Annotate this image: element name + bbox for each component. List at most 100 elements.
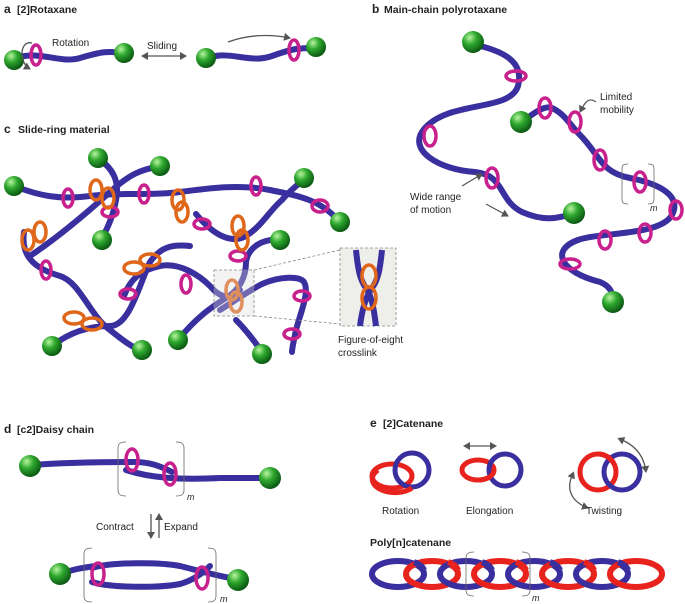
catenane-ring-blue [392, 450, 432, 490]
crosslink-ring [88, 178, 104, 202]
daisy-axle [29, 458, 175, 475]
macrocycle-ring [592, 148, 608, 172]
stopper-ball [563, 202, 585, 224]
catenane-ring-blue [601, 451, 643, 493]
macrocycle-ring [668, 199, 684, 221]
crosslink-rings [20, 178, 250, 332]
stopper-ball [259, 467, 281, 489]
panel-e-title: [2]Catenane [383, 418, 443, 430]
wide-range-arrow [461, 173, 483, 187]
limited-arrow [579, 99, 597, 113]
macrocycle-ring [39, 259, 53, 281]
wide-range-arrow [485, 203, 509, 217]
macrocycle-ring [194, 565, 210, 591]
macrocycle-ring [137, 183, 151, 205]
stopper-ball [114, 43, 134, 63]
chain-link [505, 558, 563, 590]
repeat-unit-m: m [187, 492, 195, 502]
crosslink-label-line2: crosslink [338, 348, 378, 359]
network-chain [49, 242, 193, 349]
panel-c-title: Slide-ring material [18, 124, 110, 136]
macrocycle-ring [287, 38, 301, 62]
panel-b-letter: b [372, 2, 379, 16]
panel-a: a [2]Rotaxane Rotation Sliding [4, 2, 326, 70]
macrocycle-ring [90, 561, 106, 587]
sliding-label: Sliding [147, 41, 177, 52]
chain-link [471, 558, 529, 590]
crosslink-ring [62, 310, 86, 326]
macrocycle-ring [29, 43, 43, 67]
panel-b: b Main-chain polyrotaxane m Limited mobi… [372, 2, 684, 313]
macrocycle-ring [179, 273, 193, 295]
stopper-ball [196, 48, 216, 68]
macrocycle-ring [567, 110, 583, 134]
repeat-bracket [175, 441, 185, 497]
crosslink-ring [100, 186, 116, 210]
crosslink-ring [224, 278, 240, 302]
crosslink-ring [360, 285, 378, 311]
chain-overlap [446, 559, 461, 572]
panel-d-title: [c2]Daisy chain [17, 424, 94, 436]
chain-overlap [514, 559, 529, 572]
network-chain [95, 155, 120, 241]
stopper-ball [270, 230, 290, 250]
rotaxane-axle [205, 45, 319, 62]
crosslink-ring [174, 200, 190, 224]
stopper-ball [306, 37, 326, 57]
chain-link [539, 558, 597, 590]
panel-a-letter: a [4, 2, 11, 16]
limited-label-line1: Limited [600, 92, 632, 103]
crosslink-ring [32, 220, 48, 244]
repeat-unit-m: m [650, 203, 658, 213]
macrocycle-ring [61, 187, 75, 209]
panel-b-title: Main-chain polyrotaxane [384, 4, 507, 16]
twisting-arrow [567, 471, 589, 510]
chain-overlap [412, 559, 427, 572]
limited-label-line2: mobility [600, 105, 634, 116]
stopper-ball [602, 291, 624, 313]
wide-range-label-line1: Wide range [410, 192, 462, 203]
panel-d: d [c2]Daisy chain m Contract Expand m [4, 422, 281, 604]
zoom-source-box [213, 269, 255, 317]
twisting-label: Twisting [586, 506, 622, 517]
twisting-arrow [617, 437, 650, 473]
stopper-ball [227, 569, 249, 591]
stopper-ball [4, 176, 24, 196]
sliding-rings [39, 175, 330, 341]
stopper-ball [19, 455, 41, 477]
slide-arrow [227, 32, 291, 43]
zoom-guide-line [253, 315, 341, 325]
catenane-ring-overlap [369, 467, 414, 496]
chain-overlap [582, 559, 597, 572]
macrocycle-ring [124, 447, 140, 473]
network-chain [193, 175, 307, 242]
polycatenane-overlaps [412, 559, 631, 572]
macrocycle-ring [504, 69, 528, 83]
catenane-ring-overlap [597, 451, 617, 466]
crosslink-label-line1: Figure-of-eight [338, 335, 403, 346]
stopper-ball [92, 230, 112, 250]
macrocycle-ring [292, 289, 312, 303]
crosslink-ring [234, 228, 250, 252]
chain-link [573, 558, 631, 590]
macrocycle-ring [422, 124, 438, 148]
repeat-bracket [521, 551, 531, 597]
zoom-guide-line [253, 249, 341, 271]
polycatenane-title: Poly[n]catenane [370, 537, 451, 549]
repeat-unit-m: m [220, 594, 228, 604]
macrocycle-ring [228, 249, 248, 263]
rotaxane-axle [13, 48, 127, 63]
macrocycle-ring [537, 96, 553, 120]
chain-link [403, 558, 461, 590]
slide-ring-network [11, 155, 341, 355]
panel-d-letter: d [4, 422, 11, 436]
stopper-ball [49, 563, 71, 585]
repeat-bracket [621, 163, 629, 205]
stopper-ball [88, 148, 108, 168]
macrocycle-ring [118, 287, 138, 301]
macrocycle-ring [249, 175, 263, 197]
stopper-ball [510, 111, 532, 133]
crosslink-ring [80, 316, 104, 332]
stopper-ball [330, 212, 350, 232]
crosslink-ring [122, 260, 146, 276]
